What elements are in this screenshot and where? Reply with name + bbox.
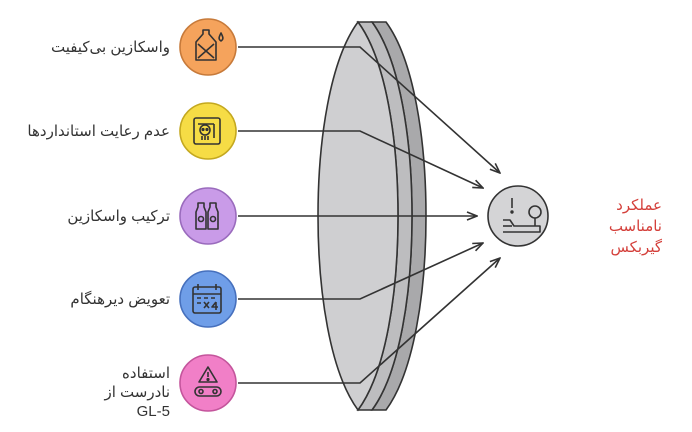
cause-circle-c4 [179, 270, 237, 328]
connector-c5 [238, 258, 500, 384]
cause-circle-c1 [179, 18, 237, 76]
oil-bottle-drop-icon [195, 29, 224, 61]
cause-label-c5: استفاده نادرست از GL-5 [104, 365, 170, 420]
connector-c1 [238, 46, 500, 173]
gearbox-lever-warning-icon [503, 198, 542, 233]
cause-circle-c3 [179, 187, 237, 245]
cause-circle-c2 [179, 102, 237, 160]
outcome-circle [487, 185, 549, 247]
outcome-label: عملکرد نامناسب گیربکس [608, 197, 662, 256]
connector-c2 [238, 130, 483, 188]
cause-circle-c5 [179, 354, 237, 412]
cause-label-c1: واسکازین بی‌کیفیت [50, 39, 170, 56]
calendar-x4-icon [192, 284, 222, 314]
warning-document-skull-icon [193, 117, 221, 145]
connectors [238, 46, 500, 384]
two-bottles-icon [195, 202, 219, 230]
connector-c4 [238, 243, 483, 300]
cause-label-c4: تعویض دیرهنگام [70, 291, 170, 308]
warning-conveyor-icon [194, 366, 222, 397]
cause-label-c2: عدم رعایت استانداردها [27, 123, 170, 140]
cause-label-c3: ترکیب واسکازین [67, 208, 170, 225]
